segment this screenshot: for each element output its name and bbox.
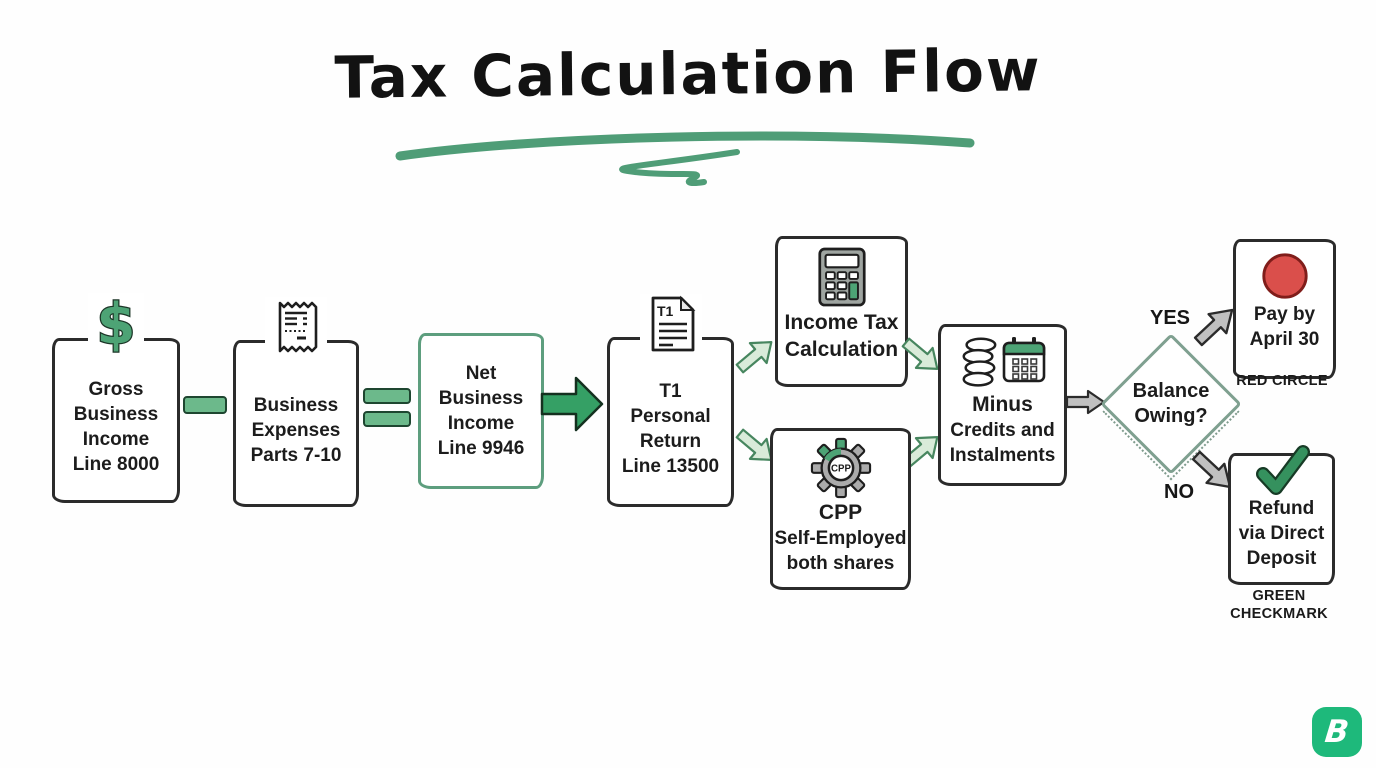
arrow-t1-to-income-tax: [727, 327, 784, 383]
arrow-cpp-to-minus: [893, 422, 950, 478]
arrow-net-to-t1: [540, 370, 606, 438]
node-refund-direct-deposit: Refund via Direct Deposit: [1228, 445, 1339, 589]
no-label: NO: [1164, 481, 1194, 503]
arrow-decision-yes: [1185, 295, 1246, 355]
node-text-line: Business: [438, 388, 524, 409]
calculator-icon: [813, 247, 871, 309]
arrow-decision-no: [1183, 442, 1244, 502]
red-circle-caption: RED CIRCLE: [1236, 373, 1328, 389]
node-text-line: Instalments: [949, 445, 1056, 466]
node-text-line: Income: [82, 428, 150, 450]
node-text-line: Expenses: [251, 420, 341, 441]
node-text-line: Income Tax: [784, 311, 899, 334]
node-text-line: Calculation: [784, 338, 899, 361]
brand-logo: B: [1312, 707, 1362, 757]
svg-text:$: $: [97, 293, 136, 355]
green-checkmark-icon: [1253, 444, 1311, 496]
node-text-line: CPP: [818, 501, 863, 524]
receipt-icon: [265, 297, 327, 355]
node-gross-business-income: $ Gross Business Income Line 8000: [52, 291, 184, 507]
node-pay-by-april-30: Pay by April 30: [1233, 239, 1340, 383]
node-cpp-self-employed: CPP CPP Self-Employed both shares: [770, 428, 915, 594]
svg-text:T1: T1: [657, 303, 674, 319]
green-checkmark-caption: GREEN CHECKMARK: [1230, 588, 1328, 622]
node-text-line: Parts 7-10: [250, 445, 342, 466]
cpp-gear-icon: CPP: [810, 437, 872, 499]
node-text-line: Business: [73, 403, 159, 425]
node-income-tax-calculation: Income Tax Calculation: [775, 236, 912, 391]
node-text-line: April 30: [1249, 329, 1320, 350]
minus-operator-icon: [183, 396, 227, 414]
node-text-line: Income: [447, 413, 515, 434]
node-text-line: Self-Employed: [774, 528, 907, 549]
arrow-income-tax-to-minus: [893, 328, 950, 384]
node-business-expenses: Business Expenses Parts 7-10: [233, 297, 363, 511]
node-net-business-income: Net Business Income Line 9946: [418, 333, 548, 493]
node-t1-personal-return: T1 T1 Personal Return Line 13500: [607, 294, 738, 511]
dollar-icon: $: [88, 291, 144, 358]
red-circle-icon: [1259, 250, 1311, 302]
arrow-t1-to-cpp: [727, 419, 784, 475]
svg-text:CPP: CPP: [831, 463, 851, 474]
node-text-line: Line 9946: [437, 438, 525, 459]
page-title: Tax Calculation Flow: [334, 36, 1042, 112]
node-text-line: Deposit: [1246, 548, 1317, 569]
node-text-line: Line 8000: [72, 453, 160, 475]
title-underline-swoosh: [395, 131, 975, 186]
node-text-line: T1: [659, 381, 682, 402]
decision-balance-owing: Balance Owing?: [1100, 333, 1242, 475]
node-text-line: Personal: [630, 406, 711, 427]
node-text-line: Minus: [972, 393, 1033, 416]
t1-document-icon: T1: [639, 294, 702, 354]
node-text-line: Credits and: [950, 420, 1055, 441]
node-text-line: via Direct: [1238, 523, 1325, 544]
equals-operator-icon: [363, 388, 411, 427]
node-text-line: Return: [639, 431, 702, 452]
node-text-line: both shares: [786, 553, 895, 574]
coins-icon: [959, 335, 999, 391]
node-text-line: Gross: [88, 378, 144, 400]
calendar-icon: [1001, 335, 1047, 387]
node-text-line: Net: [465, 363, 497, 384]
node-text-line: Refund: [1248, 498, 1315, 519]
arrow-minus-to-decision: [1065, 388, 1106, 416]
node-text-line: Pay by: [1253, 304, 1316, 325]
node-text-line: Business: [253, 395, 339, 416]
node-minus-credits-instalments: Minus Credits and Instalments: [938, 324, 1071, 490]
brand-logo-letter: B: [1323, 714, 1351, 750]
node-text-line: Line 13500: [621, 456, 720, 477]
yes-label: YES: [1150, 307, 1191, 329]
